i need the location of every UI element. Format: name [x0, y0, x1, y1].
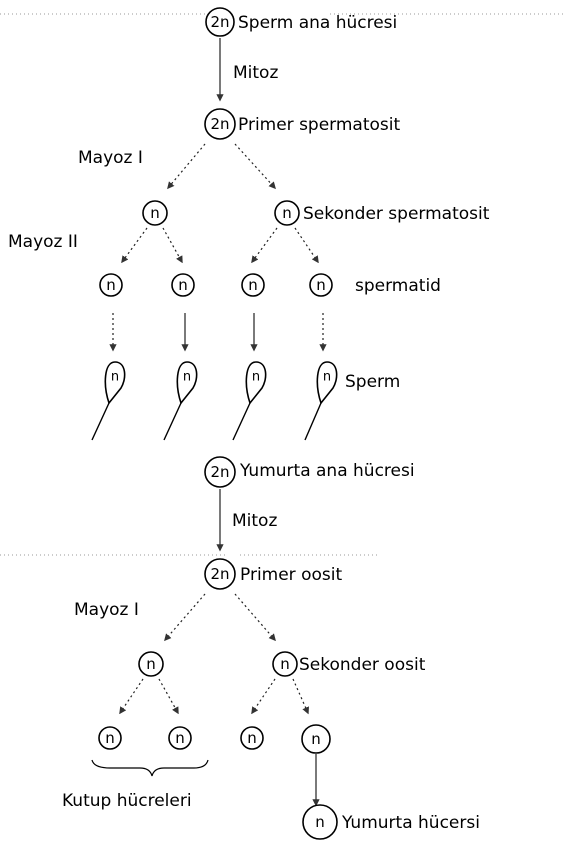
secondary-oocyte-label: Sekonder oosit — [299, 655, 426, 675]
spermatid-label: spermatid — [355, 276, 441, 296]
spermatid-cell: n — [241, 273, 265, 297]
spermatid-cell: n — [171, 273, 195, 297]
egg-mother-cell: 2n — [204, 456, 236, 488]
sperm-cell: n — [91, 361, 126, 441]
svg-text:n: n — [248, 276, 258, 294]
svg-text:n: n — [315, 813, 325, 831]
sperm-label: Sperm — [345, 372, 400, 392]
sperm-cell: n — [163, 361, 198, 441]
polar-bodies-brace — [91, 759, 209, 777]
svg-text:n: n — [105, 729, 115, 747]
polar-body-cell: n — [240, 726, 264, 750]
mitosis-label: Mitoz — [233, 63, 278, 83]
meiosis-2-arrow — [121, 227, 148, 264]
meiosis-2-arrow — [294, 227, 319, 264]
svg-text:n: n — [247, 729, 257, 747]
svg-text:n: n — [323, 370, 331, 385]
polar-body-cell: n — [98, 726, 122, 750]
spermatid-cell: n — [99, 273, 123, 297]
secondary-spermatocyte-cell-right: n — [274, 200, 300, 226]
spermatid-cell: n — [309, 273, 333, 297]
spermatogenesis-section: 2n Sperm ana hücresi Mitoz 2n Primer spe… — [8, 7, 490, 441]
svg-text:2n: 2n — [210, 565, 229, 583]
meiosis-2-arrow — [292, 678, 309, 715]
sperm-mother-cell-label: Sperm ana hücresi — [238, 13, 397, 33]
meiosis-2-arrow — [251, 227, 278, 264]
polar-body-cell: n — [168, 726, 192, 750]
svg-text:n: n — [183, 370, 191, 385]
meiosis-1-arrow-right — [234, 143, 276, 190]
egg-mother-cell-label: Yumurta ana hücresi — [239, 461, 415, 481]
egg-cell-label: Yumurta hücersi — [341, 813, 480, 833]
meiosis-2-label: Mayoz II — [8, 232, 78, 252]
meiosis-1-label: Mayoz I — [74, 600, 139, 620]
meiosis-2-arrow — [119, 678, 144, 715]
mitosis-label: Mitoz — [232, 511, 277, 531]
svg-text:2n: 2n — [210, 115, 229, 133]
svg-text:n: n — [106, 276, 116, 294]
ootid-cell: n — [301, 724, 331, 754]
meiosis-1-arrow-left — [167, 143, 206, 190]
svg-text:n: n — [175, 729, 185, 747]
svg-text:n: n — [252, 370, 260, 385]
meiosis-1-label: Mayoz I — [78, 148, 143, 168]
secondary-oocyte-cell-left: n — [138, 651, 164, 677]
svg-text:2n: 2n — [210, 13, 229, 31]
sperm-cell: n — [232, 361, 267, 441]
svg-text:n: n — [282, 204, 292, 222]
svg-text:n: n — [111, 370, 119, 385]
meiosis-2-arrow — [251, 678, 276, 715]
meiosis-2-arrow — [158, 678, 179, 715]
sperm-mother-cell: 2n — [205, 7, 235, 37]
svg-text:n: n — [150, 204, 160, 222]
secondary-spermatocyte-cell-left: n — [142, 200, 168, 226]
primary-oocyte-label: Primer oosit — [240, 565, 342, 585]
svg-text:2n: 2n — [210, 463, 229, 481]
secondary-oocyte-cell-right: n — [272, 651, 298, 677]
primary-oocyte-cell: 2n — [204, 558, 236, 590]
svg-text:n: n — [146, 655, 156, 673]
meiosis-1-arrow-right — [234, 593, 276, 642]
sperm-cell: n — [304, 361, 338, 441]
egg-cell: n — [302, 804, 338, 840]
oogenesis-section: 2n Yumurta ana hücresi Mitoz 2n Primer o… — [62, 456, 480, 840]
svg-text:n: n — [316, 276, 326, 294]
secondary-spermatocyte-label: Sekonder spermatosit — [303, 204, 490, 224]
svg-text:n: n — [280, 655, 290, 673]
polar-bodies-label: Kutup hücreleri — [62, 791, 192, 811]
meiosis-2-arrow — [162, 227, 183, 264]
svg-text:n: n — [178, 276, 188, 294]
svg-text:n: n — [311, 730, 321, 748]
meiosis-1-arrow-left — [164, 593, 206, 642]
primary-spermatocyte-label: Primer spermatosit — [238, 115, 400, 135]
primary-spermatocyte-cell: 2n — [204, 108, 236, 140]
